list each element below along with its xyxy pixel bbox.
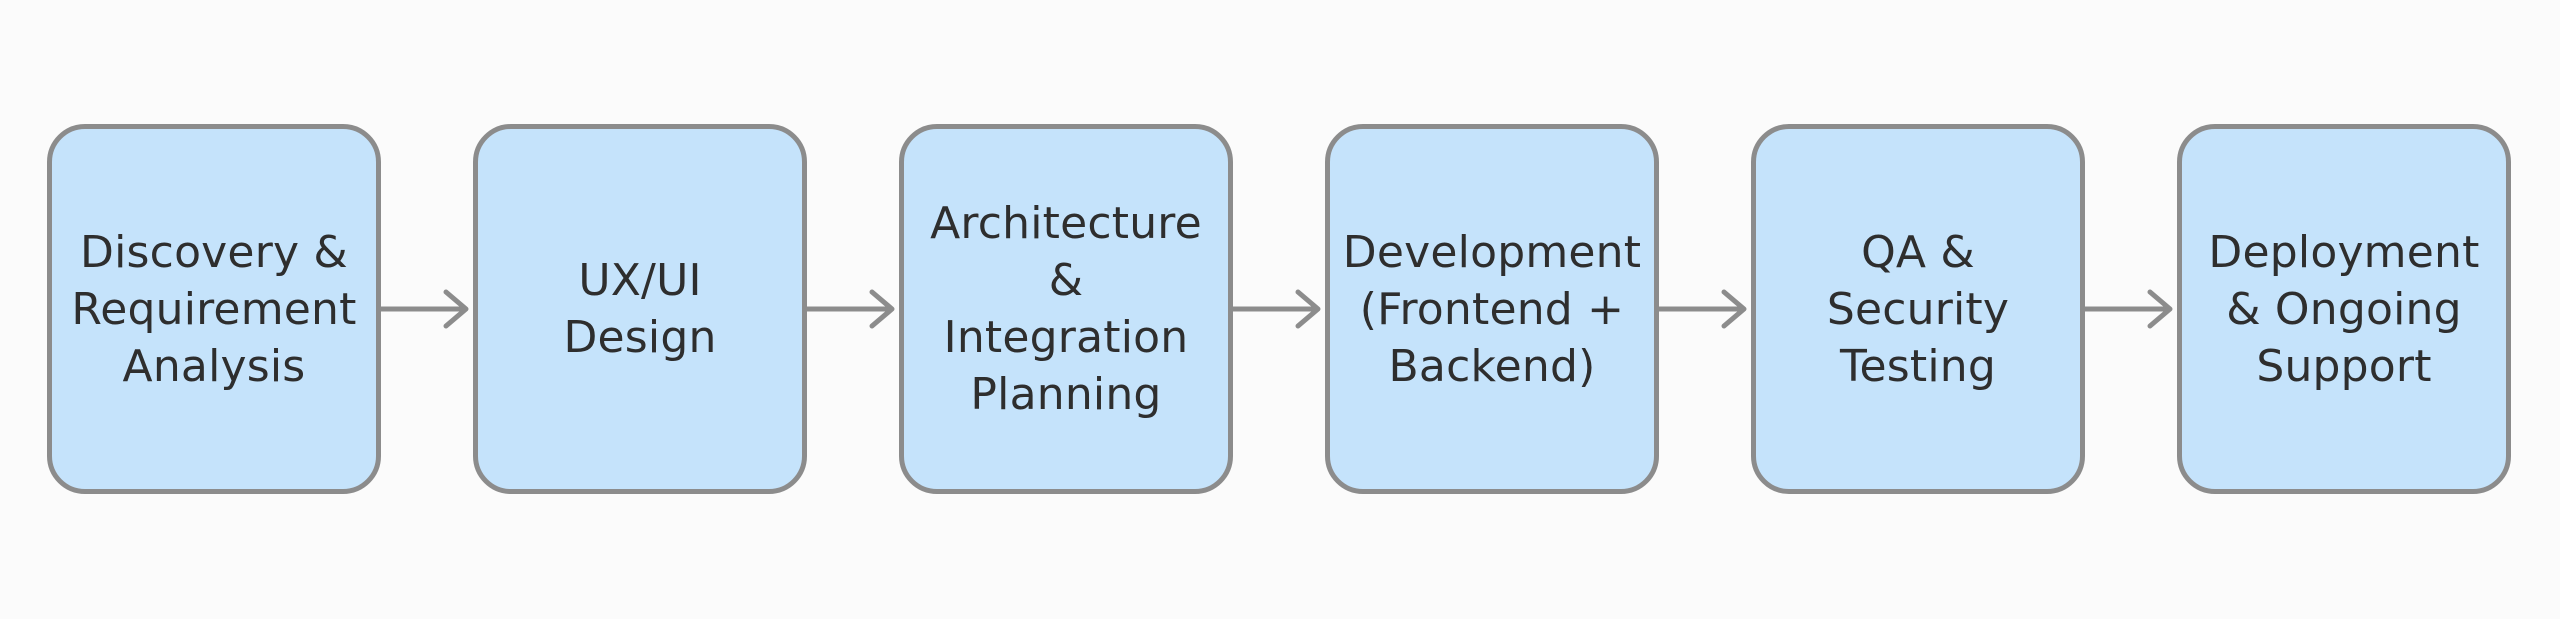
- step-label: QA & Security Testing: [1826, 226, 2010, 392]
- step-label: Architecture & Integration Planning: [930, 198, 1202, 420]
- step-label: UX/UI Design: [563, 255, 717, 363]
- step-development: Development (Frontend + Backend): [1325, 124, 1659, 494]
- arrow-right-icon: [2084, 283, 2176, 335]
- step-label: Discovery & Requirement Analysis: [71, 226, 357, 392]
- arrow-right-icon: [1232, 283, 1324, 335]
- step-discovery-requirement-analysis: Discovery & Requirement Analysis: [47, 124, 381, 494]
- arrow-right-icon: [1658, 283, 1750, 335]
- step-deployment-ongoing-support: Deployment & Ongoing Support: [2177, 124, 2511, 494]
- step-label: Deployment & Ongoing Support: [2208, 226, 2480, 392]
- arrow-right-icon: [806, 283, 898, 335]
- step-label: Development (Frontend + Backend): [1342, 226, 1642, 392]
- step-architecture-integration-planning: Architecture & Integration Planning: [899, 124, 1233, 494]
- arrow-right-icon: [380, 283, 472, 335]
- step-ux-ui-design: UX/UI Design: [473, 124, 807, 494]
- step-qa-security-testing: QA & Security Testing: [1751, 124, 2085, 494]
